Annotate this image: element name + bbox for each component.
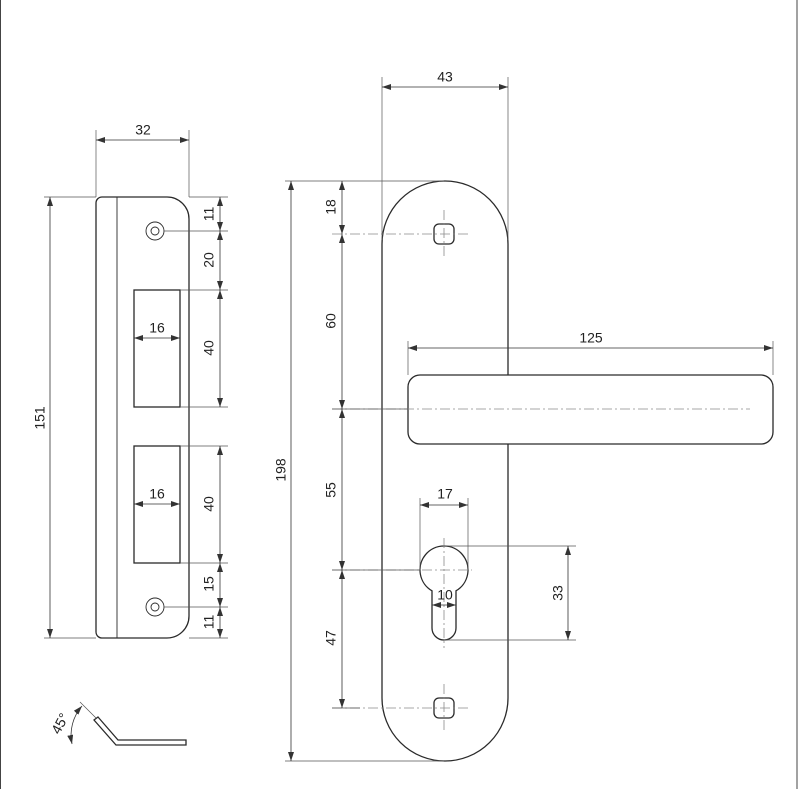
- dimension-label: 18: [323, 199, 339, 215]
- dimension-label: 11: [201, 615, 217, 630]
- dimension-label: 15: [201, 576, 217, 592]
- latch-slot-lower: [133, 445, 181, 564]
- screw-hole-bottom-inner: [150, 602, 160, 612]
- strike-plate: [95, 196, 190, 639]
- dimension-label: 40: [201, 340, 217, 356]
- dim-strike-plate-segments: 11 20 40 40 15 11: [164, 196, 228, 639]
- lever-handle: [407, 374, 774, 445]
- dimension-label: 125: [579, 330, 603, 346]
- latch-slot-upper: [133, 289, 181, 408]
- dimension-label: 17: [437, 486, 453, 502]
- dimension-label: 55: [323, 482, 339, 498]
- angle-label: 45°: [48, 710, 72, 736]
- bent-profile-outline: [93, 716, 187, 746]
- dim-handle-plate-width: 43: [381, 69, 509, 240]
- dim-lever-length: 125: [407, 330, 774, 375]
- dimension-label: 11: [201, 207, 217, 222]
- dim-lower-slot-width: 16: [134, 486, 180, 507]
- dimension-label: 32: [135, 122, 151, 138]
- handle-plate: [381, 180, 774, 762]
- dimension-label: 10: [437, 587, 453, 603]
- handle-plate-outline: [381, 180, 509, 762]
- dimension-label: 43: [437, 69, 453, 85]
- dimension-label: 16: [149, 320, 165, 336]
- dimension-label: 20: [201, 252, 217, 268]
- dim-upper-slot-width: 16: [134, 320, 180, 341]
- screw-hole-top-inner: [150, 226, 160, 236]
- strike-plate-side-profile: 45°: [48, 701, 187, 746]
- dimension-label: 40: [201, 496, 217, 512]
- dimension-label: 198: [273, 458, 289, 482]
- dim-handle-plate-segments: 18 60 55 47: [323, 181, 420, 709]
- dim-handle-plate-height: 198: [273, 180, 444, 762]
- dim-strike-plate-height: 151: [32, 196, 96, 639]
- dimension-label: 16: [149, 486, 165, 502]
- dimension-label: 33: [550, 585, 566, 601]
- strike-plate-outline: [95, 196, 190, 639]
- dimension-label: 47: [323, 630, 339, 646]
- angle-arc: [67, 705, 83, 745]
- dim-cylinder-slot-width: 10: [432, 587, 456, 608]
- dimension-label: 151: [32, 406, 48, 430]
- dim-cylinder-width: 17: [419, 486, 469, 570]
- dimension-label: 60: [323, 313, 339, 329]
- dim-cylinder-height: 33: [444, 545, 576, 641]
- dim-strike-plate-width: 32: [95, 122, 190, 197]
- angle-extension-line: [79, 701, 97, 719]
